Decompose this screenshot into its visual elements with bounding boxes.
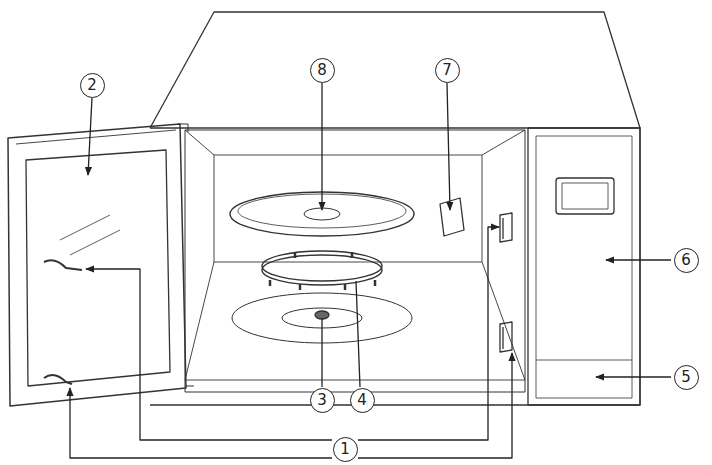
callout-number: 5 — [674, 365, 699, 390]
leader-line — [86, 269, 332, 440]
callout-number: 8 — [310, 58, 335, 83]
door-latch-bottom — [44, 375, 72, 384]
leader-line — [321, 83, 322, 210]
cavity-opening — [185, 130, 525, 392]
waveguide-cover — [440, 198, 464, 236]
callout-number: 1 — [333, 437, 358, 462]
interlock-hole-top — [500, 213, 512, 242]
leader-line — [88, 98, 92, 175]
cavity-edges — [185, 130, 525, 380]
display — [556, 178, 614, 214]
control-panel-inner — [536, 136, 632, 398]
leader-line — [358, 227, 499, 440]
callout-number: 6 — [674, 248, 699, 273]
door-outer — [8, 124, 186, 406]
cavity-floor-edge — [185, 380, 525, 381]
coupler — [315, 311, 329, 319]
callout-number: 4 — [350, 388, 375, 413]
interlock-hole-bottom — [500, 322, 512, 352]
control-panel — [528, 128, 640, 405]
door-top-edge — [16, 130, 176, 144]
cabinet-top — [150, 12, 640, 128]
roller-ring-lower — [262, 255, 382, 285]
cabinet-front — [150, 128, 640, 405]
leader-line — [321, 318, 322, 387]
door-window — [26, 150, 170, 386]
roller-wheels — [270, 252, 375, 290]
callout-number: 2 — [80, 73, 105, 98]
leader-line — [606, 259, 671, 260]
door-latch-top — [44, 260, 82, 270]
leader-line — [70, 388, 332, 458]
cavity-back-wall — [214, 155, 482, 262]
display-screen — [562, 183, 608, 209]
panel-bottom-section — [536, 360, 632, 361]
callout-number: 3 — [310, 388, 335, 413]
leader-line — [358, 353, 512, 458]
leader-line — [596, 376, 671, 377]
leader-line — [447, 83, 450, 210]
leader-line — [356, 281, 360, 387]
callout-number: 7 — [435, 58, 460, 83]
door-hinge — [178, 124, 194, 386]
window-glare — [60, 215, 120, 255]
leader-lines — [70, 83, 671, 458]
